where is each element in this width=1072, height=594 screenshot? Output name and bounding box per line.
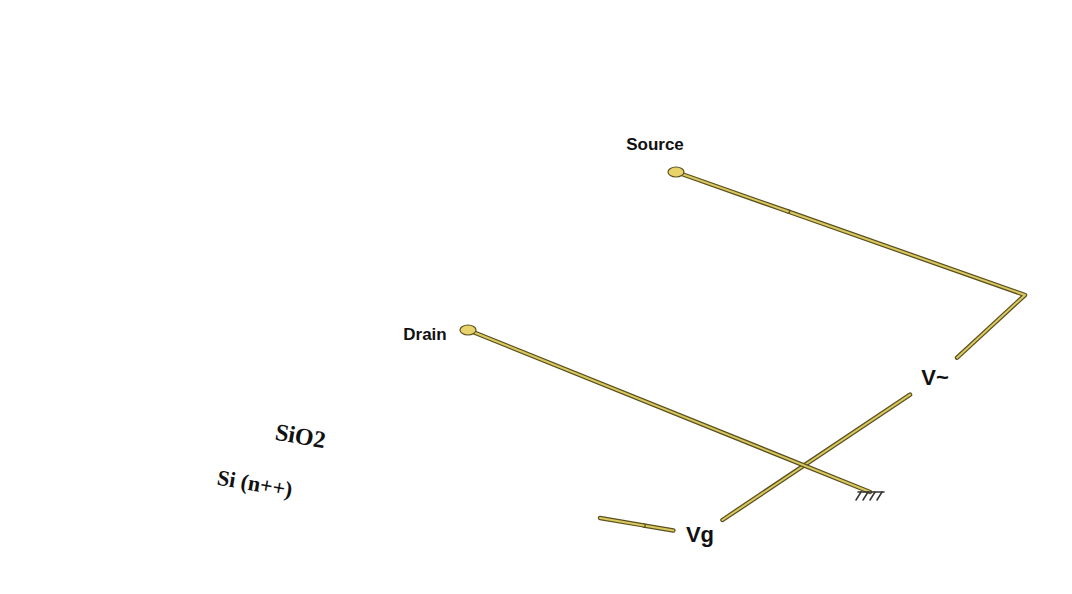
shape-face	[479, 88, 788, 204]
source-pad: Source	[479, 88, 788, 220]
nanotube-body	[265, 39, 604, 350]
layer-label: SiO2	[273, 419, 328, 455]
source-circle	[673, 508, 727, 562]
drain-wire	[468, 330, 870, 492]
shape-face	[590, 84, 1010, 510]
nanotube-lattice	[265, 39, 604, 350]
shape-face	[590, 130, 1010, 574]
shape-face	[279, 257, 589, 374]
nanotube-back-end	[579, 34, 610, 66]
voltage-source: V~	[905, 348, 965, 408]
source-symbol-label: Vg	[686, 522, 714, 547]
shape-face	[554, 177, 713, 220]
wire-casing	[722, 395, 910, 520]
ground-symbol	[856, 492, 884, 500]
shape-face	[279, 288, 396, 324]
source-wire-stub	[676, 172, 788, 211]
drain-pad: Drain	[279, 257, 589, 390]
nanotube-front-end	[259, 323, 290, 355]
wire-core	[722, 395, 910, 520]
nanotube-front-lattice	[259, 323, 290, 355]
layer-label: Si (n++)	[215, 465, 294, 503]
wire	[722, 395, 910, 520]
drain-pad-shape	[279, 257, 589, 390]
wire-casing	[644, 525, 674, 530]
shape-face	[60, 418, 590, 574]
wire-core	[644, 525, 674, 530]
shape-face	[60, 0, 1010, 464]
pad-label: Source	[626, 135, 684, 155]
gate-voltage-source: Vg	[673, 508, 727, 562]
bond-dot	[460, 325, 476, 335]
shape-face	[513, 305, 589, 390]
shape-face	[318, 290, 358, 318]
oxide-layer: SiO2	[60, 0, 1010, 510]
shape-face	[354, 346, 513, 390]
shape-face	[479, 119, 596, 155]
source-symbol-label: V~	[921, 365, 949, 390]
substrate-layer-shape	[60, 130, 1010, 574]
substrate-layer: Si (n++)	[60, 130, 1010, 574]
shape-face	[507, 119, 547, 147]
oxide-layer-shape	[60, 0, 1010, 510]
wire-core	[788, 211, 1025, 357]
bond-dot	[668, 167, 684, 177]
wire	[644, 525, 674, 530]
pad-label: Drain	[403, 325, 446, 345]
substrate-wire-stub	[600, 518, 644, 525]
shape-face	[60, 372, 590, 510]
shape-face	[713, 136, 788, 220]
wire	[788, 211, 1025, 357]
source-circle	[905, 348, 965, 408]
wire-casing	[788, 211, 1025, 357]
